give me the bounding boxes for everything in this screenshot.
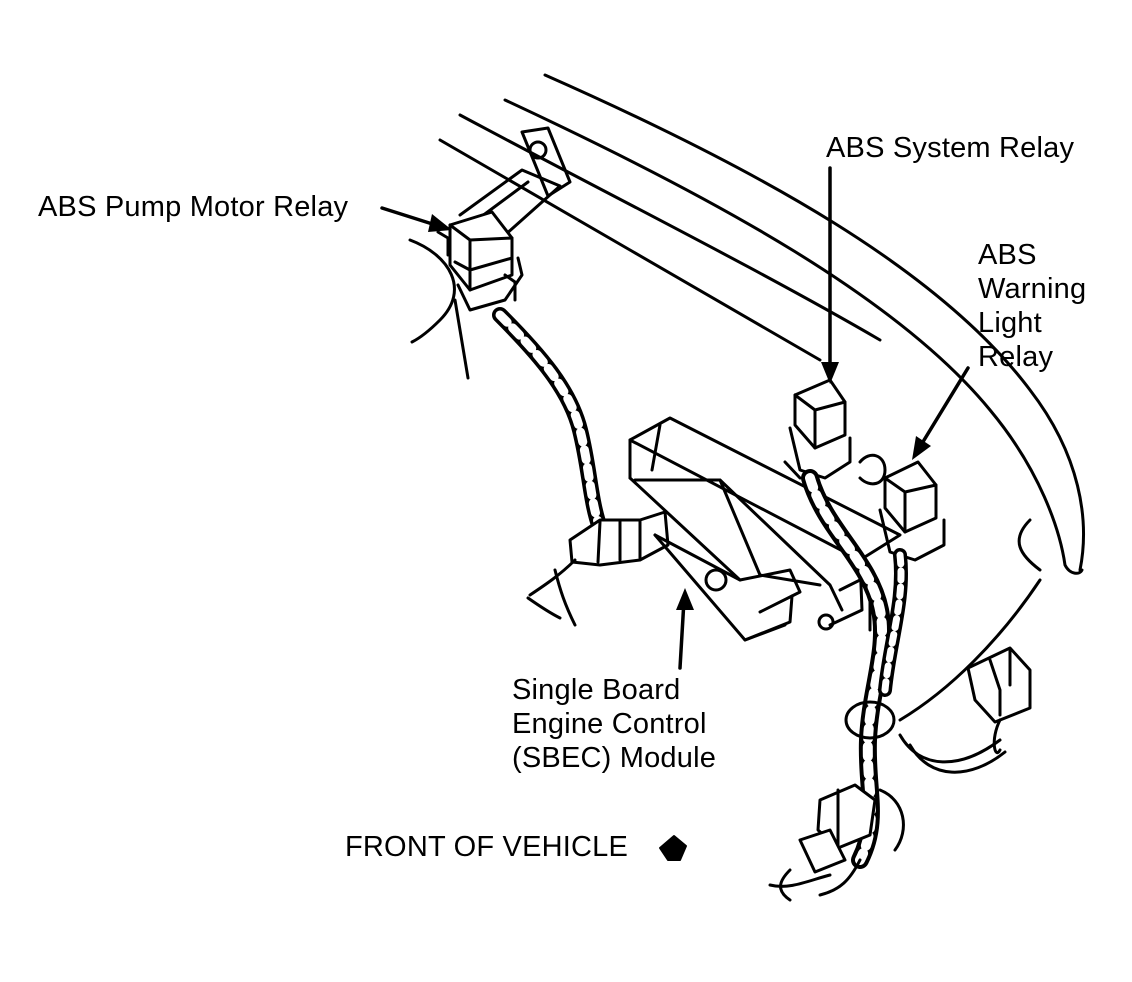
pump-motor-relay-label: ABS Pump Motor Relay <box>38 191 349 223</box>
sbec-module-shape <box>628 416 902 642</box>
left-connector <box>526 510 670 627</box>
warning-relay-shape <box>878 460 946 562</box>
sbec-label-line-2: Engine Control <box>512 708 707 740</box>
pump-relay-harness <box>492 307 608 536</box>
warning-light-relay-label: ABS Warning Light Relay <box>978 238 1086 374</box>
front-of-vehicle-label: FRONT OF VEHICLE <box>345 831 629 863</box>
system-relay-shape <box>783 378 887 486</box>
sbec-label-line-3: (SBEC) Module <box>512 742 717 774</box>
fender-panel <box>438 73 1085 722</box>
pump-relay-mount-arc <box>408 238 470 380</box>
system-relay-label: ABS System Relay <box>826 132 1075 164</box>
lower-connectors <box>768 783 905 902</box>
sbec-module-label: Single Board Engine Control (SBEC) Modul… <box>512 673 716 775</box>
warning-label-line-2: Warning <box>978 273 1087 305</box>
arrow-left-icon <box>659 835 687 861</box>
warning-label-line-4: Relay <box>978 341 1054 373</box>
pump-motor-relay-shape <box>436 210 524 312</box>
leader-arrowheads <box>428 214 931 610</box>
warning-label-line-3: Light <box>978 307 1042 339</box>
harness-clip <box>844 700 1007 774</box>
right-connector <box>966 646 1032 754</box>
warning-label-line-1: ABS <box>978 239 1037 271</box>
sbec-label-line-1: Single Board <box>512 674 681 706</box>
